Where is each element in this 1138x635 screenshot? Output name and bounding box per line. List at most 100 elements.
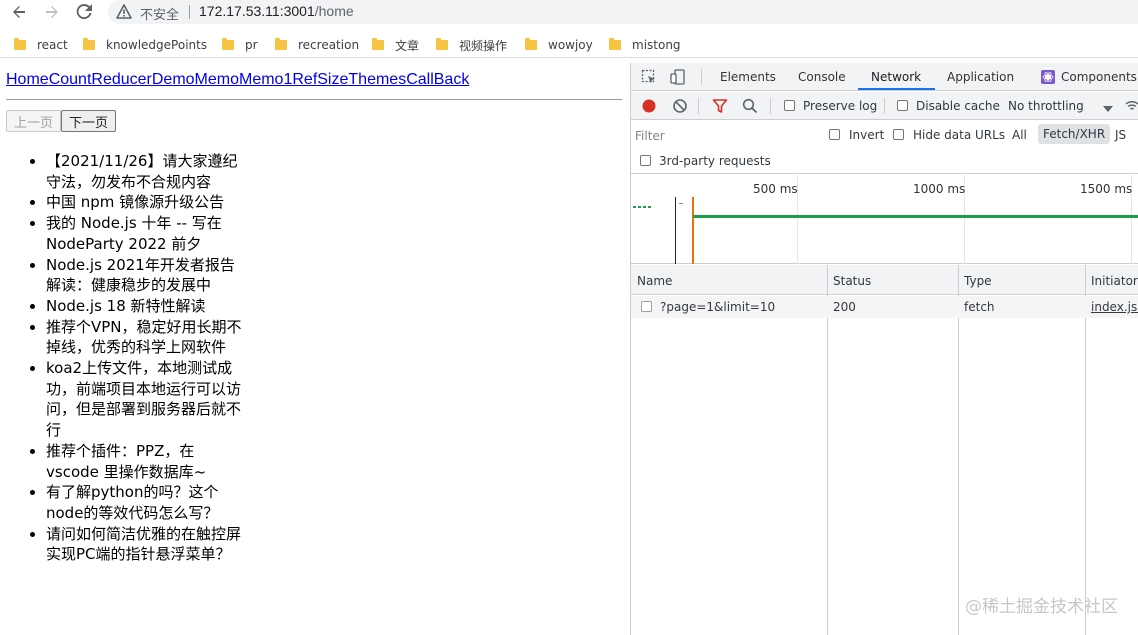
column-divider bbox=[958, 265, 959, 635]
nav-link-memo[interactable]: Memo bbox=[194, 71, 239, 88]
network-toolbar: Preserve log Disable cache No throttling bbox=[631, 92, 1138, 120]
next-page-button[interactable]: 下一页 bbox=[61, 110, 117, 132]
list-item: 【2021/11/26】请大家遵纪守法，勿发布不合规内容 bbox=[46, 151, 246, 192]
nav-link-home[interactable]: Home bbox=[6, 71, 49, 88]
folder-icon bbox=[83, 38, 95, 50]
bookmark-video-ops[interactable]: 视频操作 bbox=[436, 36, 507, 54]
url-host: 172.17.53.11:3001 bbox=[199, 3, 315, 19]
timeline-dots bbox=[633, 206, 653, 208]
security-status[interactable]: 不安全 bbox=[140, 8, 180, 23]
timeline-label: 1500 ms bbox=[1080, 182, 1133, 196]
throttling-select[interactable]: No throttling bbox=[1008, 99, 1084, 113]
reload-button[interactable] bbox=[73, 1, 95, 23]
type-filter-all[interactable]: All bbox=[1012, 128, 1027, 142]
bookmark-articles[interactable]: 文章 bbox=[372, 36, 419, 54]
nav-divider bbox=[6, 99, 622, 100]
bookmark-react[interactable]: react bbox=[14, 36, 68, 54]
tab-components[interactable]: Components bbox=[1061, 70, 1137, 84]
dom-content-loaded-marker bbox=[675, 197, 676, 264]
list-item: Node.js 18 新特性解读 bbox=[46, 296, 246, 317]
hide-data-urls-checkbox[interactable] bbox=[893, 129, 904, 140]
wifi-icon[interactable] bbox=[1125, 99, 1138, 115]
row-select-checkbox[interactable] bbox=[641, 301, 652, 312]
url-path: /home bbox=[314, 3, 354, 19]
disable-cache-label: Disable cache bbox=[916, 99, 1000, 113]
third-party-bar: 3rd-party requests bbox=[631, 149, 1138, 174]
folder-icon bbox=[609, 38, 621, 50]
record-icon[interactable] bbox=[641, 98, 657, 117]
nav-link-callback[interactable]: CallBack bbox=[406, 71, 470, 88]
timeline-label: 1000 ms bbox=[913, 182, 966, 196]
inspect-element-icon[interactable] bbox=[641, 69, 657, 88]
tab-console[interactable]: Console bbox=[798, 70, 846, 84]
bookmark-pr[interactable]: pr bbox=[222, 36, 258, 54]
column-type[interactable]: Type bbox=[964, 274, 992, 288]
request-status: 200 bbox=[833, 300, 856, 314]
hide-data-urls-label: Hide data URLs bbox=[913, 128, 1006, 142]
search-icon[interactable] bbox=[742, 98, 758, 117]
address-divider bbox=[189, 5, 190, 19]
column-name[interactable]: Name bbox=[637, 274, 673, 288]
timeline-gridline bbox=[1131, 175, 1132, 264]
bookmark-recreation[interactable]: recreation bbox=[275, 36, 359, 54]
prev-page-button[interactable]: 上一页 bbox=[6, 110, 62, 132]
toolbar-divider bbox=[698, 98, 699, 114]
column-divider bbox=[827, 265, 828, 635]
type-filter-js[interactable]: JS bbox=[1115, 128, 1127, 142]
filter-icon[interactable] bbox=[712, 98, 728, 117]
request-table-header: Name Status Type Initiator bbox=[631, 265, 1138, 295]
page-content: HomeCountReducerDemoMemoMemo1RefSizeThem… bbox=[0, 63, 630, 635]
tab-application[interactable]: Application bbox=[947, 70, 1015, 84]
list-item: 推荐个插件：PPZ，在vscode 里操作数据库~ bbox=[46, 441, 246, 482]
tab-network[interactable]: Network bbox=[871, 70, 922, 84]
address-bar[interactable]: 不安全 172.17.53.11:3001/home bbox=[108, 0, 1138, 24]
request-type: fetch bbox=[964, 300, 995, 314]
folder-icon bbox=[14, 38, 26, 50]
nav-link-refsize[interactable]: RefSize bbox=[292, 71, 349, 88]
bookmark-knowledgepoints[interactable]: knowledgePoints bbox=[83, 36, 207, 54]
bookmarks-bar: react knowledgePoints pr recreation 文章 视… bbox=[0, 30, 1138, 58]
reload-icon bbox=[76, 4, 92, 20]
column-initiator[interactable]: Initiator bbox=[1091, 274, 1138, 288]
toolbar-divider bbox=[884, 98, 885, 114]
list-item: 请问如何简洁优雅的在触控屏实现PC端的指针悬浮菜单？ bbox=[46, 524, 246, 565]
forward-button[interactable] bbox=[41, 1, 63, 23]
type-filter-fetch-xhr[interactable]: Fetch/XHR bbox=[1038, 124, 1111, 144]
load-event-marker bbox=[692, 197, 694, 264]
preserve-log-label: Preserve log bbox=[803, 99, 878, 113]
browser-toolbar: 不安全 172.17.53.11:3001/home bbox=[0, 0, 1138, 27]
invert-label: Invert bbox=[849, 128, 885, 142]
warning-icon bbox=[116, 4, 132, 24]
table-row[interactable]: ?page=1&limit=10 200 fetch index.js: bbox=[631, 296, 1138, 318]
devtools-tabbar: Elements Console Network Application Com… bbox=[631, 63, 1138, 91]
folder-icon bbox=[436, 38, 448, 50]
disable-cache-checkbox[interactable] bbox=[897, 100, 908, 111]
timeline-label: 500 ms bbox=[753, 182, 798, 196]
nav-link-themes[interactable]: Themes bbox=[348, 71, 407, 88]
column-divider bbox=[1085, 265, 1086, 635]
nav-link-count[interactable]: Count bbox=[48, 71, 92, 88]
clear-icon[interactable] bbox=[672, 98, 688, 117]
preserve-log-checkbox[interactable] bbox=[784, 100, 795, 111]
third-party-checkbox[interactable] bbox=[640, 155, 651, 166]
network-overview[interactable]: 500 ms 1000 ms 1500 ms bbox=[631, 175, 1138, 264]
chevron-down-icon[interactable] bbox=[1103, 102, 1113, 116]
list-item: 我的 Node.js 十年 -- 写在 NodeParty 2022 前夕 bbox=[46, 213, 246, 254]
arrow-left-icon bbox=[13, 6, 25, 18]
nav-link-memo1[interactable]: Memo1 bbox=[239, 71, 293, 88]
topic-list: 【2021/11/26】请大家遵纪守法，勿发布不合规内容 中国 npm 镜像源升… bbox=[46, 151, 246, 565]
request-initiator-link[interactable]: index.js: bbox=[1091, 300, 1138, 314]
url-text[interactable]: 172.17.53.11:3001/home bbox=[199, 3, 354, 19]
bookmark-wowjoy[interactable]: wowjoy bbox=[525, 36, 593, 54]
toolbar-divider bbox=[701, 69, 702, 85]
bookmark-mistong[interactable]: mistong bbox=[609, 36, 681, 54]
device-toolbar-icon[interactable] bbox=[670, 69, 688, 88]
react-components-icon bbox=[1041, 70, 1055, 87]
filter-input[interactable] bbox=[635, 126, 815, 145]
timeline-gridline bbox=[797, 175, 798, 264]
column-status[interactable]: Status bbox=[833, 274, 872, 288]
back-button[interactable] bbox=[8, 1, 30, 23]
tab-elements[interactable]: Elements bbox=[720, 70, 776, 84]
invert-checkbox[interactable] bbox=[829, 129, 840, 140]
nav-link-reducerdemo[interactable]: ReducerDemo bbox=[91, 71, 195, 88]
